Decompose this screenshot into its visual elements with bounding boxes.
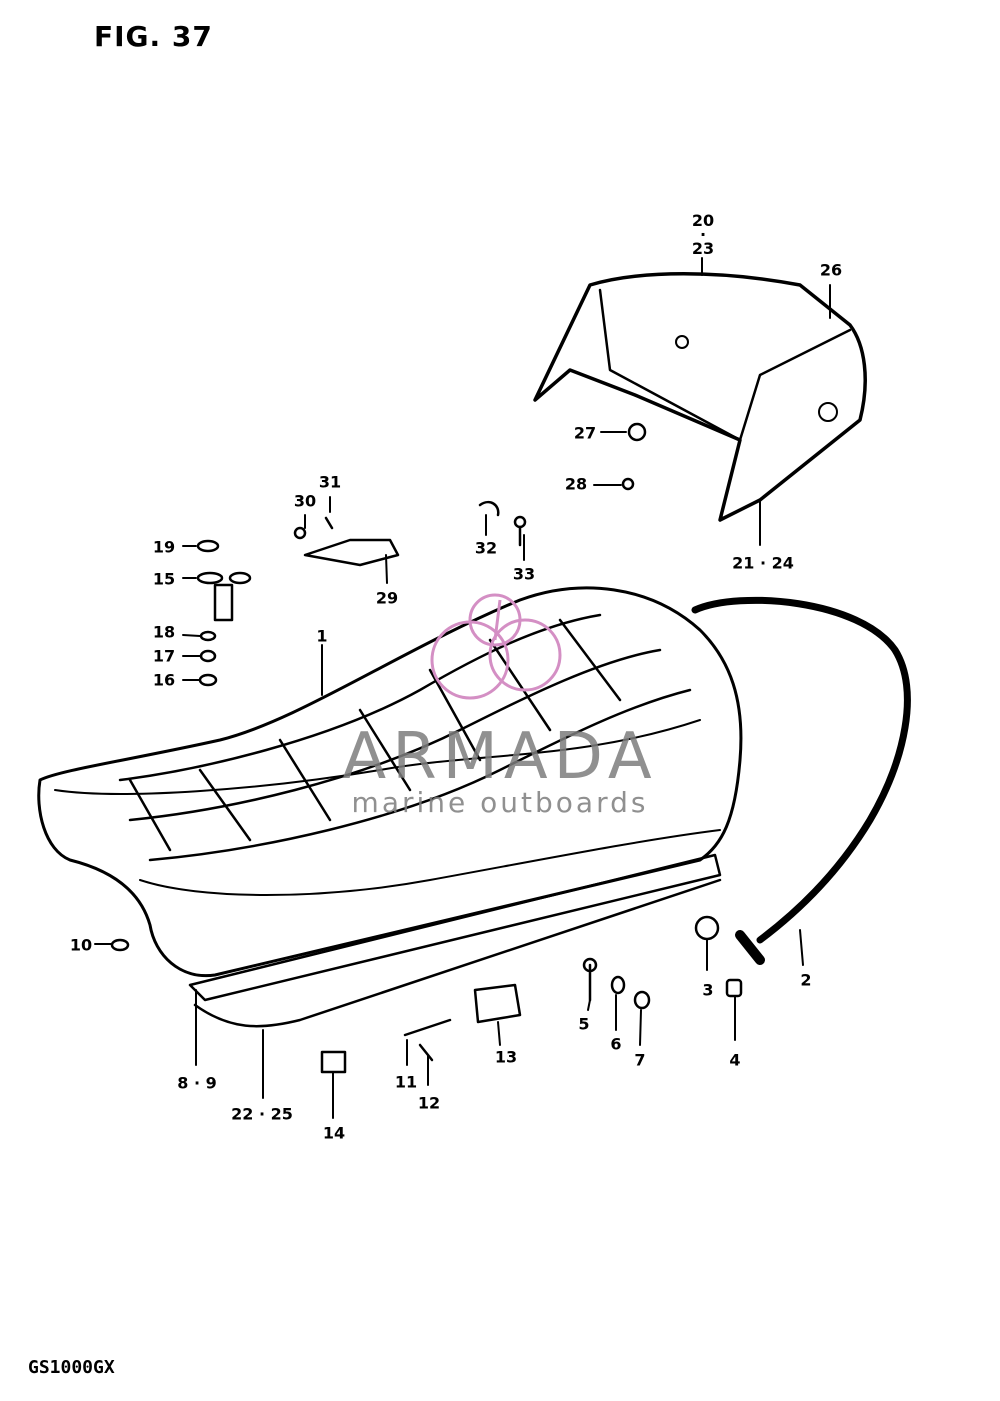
hardware-parts <box>110 422 743 1074</box>
callout-27: 27 <box>573 423 597 443</box>
callout-14: 14 <box>322 1123 346 1143</box>
seat-side-contour <box>139 829 721 896</box>
callout-22-25: 22 · 25 <box>231 1104 293 1124</box>
callout-7: 7 <box>634 1050 646 1070</box>
callout-26: 26 <box>819 260 843 280</box>
callout-19: 19 <box>152 537 176 557</box>
tail-cover-center-hole <box>675 335 689 349</box>
callout-2: 2 <box>800 970 812 990</box>
tail-cover <box>533 272 867 522</box>
callout-32: 32 <box>474 538 498 558</box>
tail-cover-hole <box>818 402 838 422</box>
leader-lines <box>94 257 831 1119</box>
callout-29: 29 <box>375 588 399 608</box>
callout-30: 30 <box>293 491 317 511</box>
seat-trim-strip <box>188 853 722 1002</box>
seat-top-edge <box>54 719 701 795</box>
callout-18: 18 <box>152 622 176 642</box>
callout-20-23: 20 · 23 <box>691 211 715 258</box>
tail-cover-inner <box>598 288 852 442</box>
seat-body-outline <box>37 586 743 978</box>
callout-17: 17 <box>152 646 176 666</box>
figure-title: FIG. 37 <box>94 20 213 53</box>
model-label: GS1000GX <box>28 1357 115 1378</box>
callout-4: 4 <box>729 1050 741 1070</box>
callout-28: 28 <box>564 474 588 494</box>
seat-base-rim <box>193 878 722 1028</box>
callout-16: 16 <box>152 670 176 690</box>
callout-3: 3 <box>702 980 714 1000</box>
callout-8-9: 8 · 9 <box>177 1073 217 1093</box>
callout-33: 33 <box>512 564 536 584</box>
callout-15: 15 <box>152 569 176 589</box>
callout-6: 6 <box>610 1034 622 1054</box>
grab-rail <box>691 596 911 944</box>
callout-21-24: 21 · 24 <box>732 553 794 573</box>
watermark-brand: ARMADA <box>342 720 658 794</box>
grab-rail-end <box>735 930 765 965</box>
callout-31: 31 <box>318 472 342 492</box>
callout-5: 5 <box>578 1014 590 1034</box>
callout-10: 10 <box>69 935 93 955</box>
seat-quilting <box>118 613 692 862</box>
watermark-tagline: marine outboards <box>351 786 649 819</box>
callout-11: 11 <box>394 1072 418 1092</box>
callout-1: 1 <box>316 626 328 646</box>
callout-12: 12 <box>417 1093 441 1113</box>
callout-13: 13 <box>494 1047 518 1067</box>
